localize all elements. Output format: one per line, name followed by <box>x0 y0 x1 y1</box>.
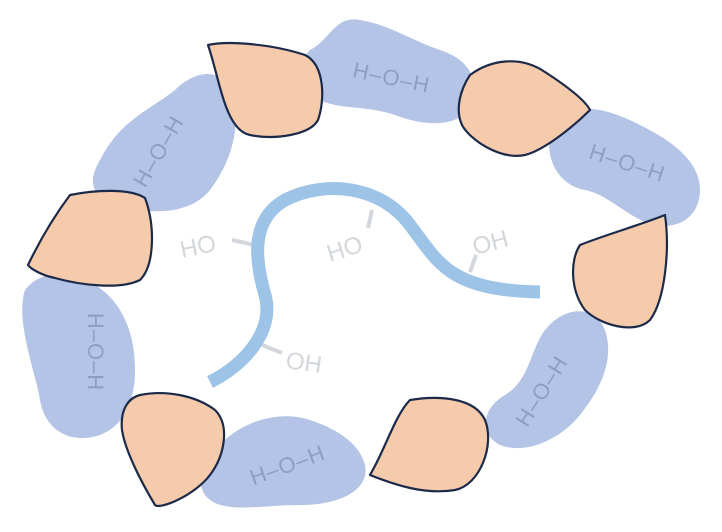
hydroxyl-label: HO <box>178 230 219 264</box>
polymer-chain: HO HO OH OH <box>178 182 541 388</box>
particle <box>457 60 592 157</box>
particle <box>120 392 226 508</box>
water-molecule-lower-right: H–O–H <box>485 311 609 449</box>
particle <box>26 189 153 287</box>
hydroxyl-label: HO <box>324 231 367 268</box>
water-molecule-right: H–O–H <box>549 108 700 226</box>
hydroxyl-label: OH <box>284 347 323 379</box>
water-molecule-bottom: H–O–H <box>200 416 366 508</box>
water-molecule-top-left: H–O–H <box>92 73 236 212</box>
hydroxyl-label: OH <box>470 225 512 260</box>
particle <box>368 396 490 493</box>
water-molecule-left: H–O–H <box>22 274 135 439</box>
particle <box>206 41 324 138</box>
water-molecule-top: H–O–H <box>301 19 474 124</box>
water-label: H–O–H <box>83 313 108 391</box>
particle <box>571 213 668 329</box>
